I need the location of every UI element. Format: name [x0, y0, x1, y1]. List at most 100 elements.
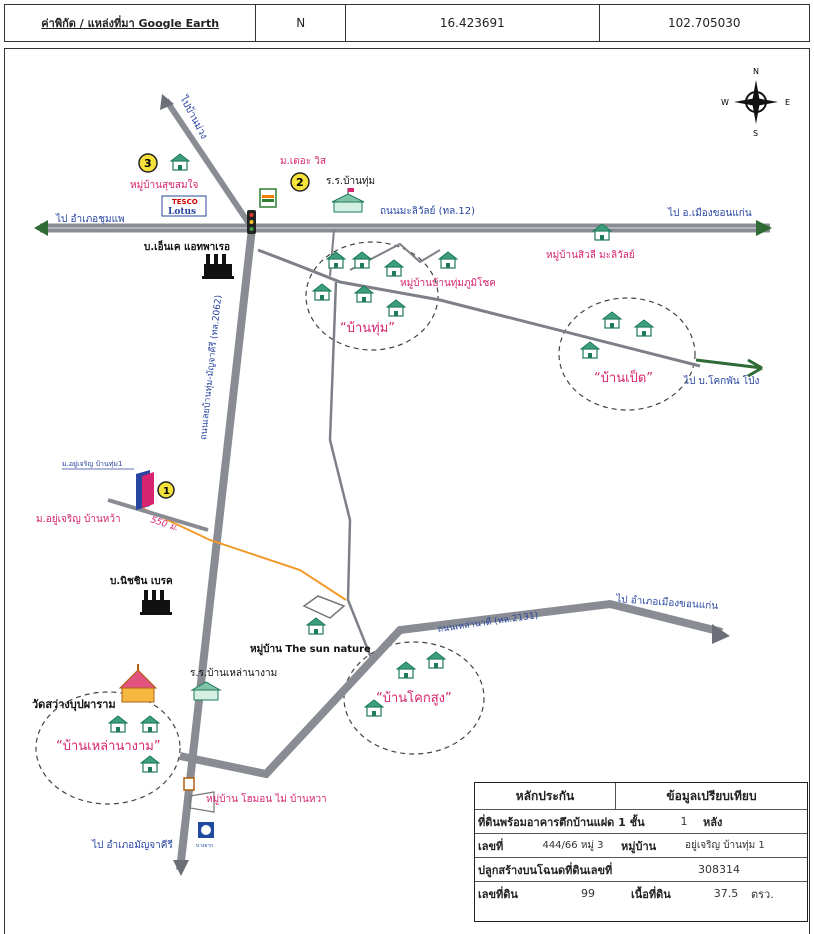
house-icon [426, 651, 446, 669]
marker-2: 2 [296, 176, 304, 189]
lower-road-name: ถนนเหล่านาดี (ทล.2131) [437, 610, 539, 635]
lower-road-arrow [712, 624, 730, 644]
no-label: เลขที่ [478, 839, 504, 853]
village-home-label: หมู่บ้าน โฮมอน ไม่ บ้านหวา [206, 792, 327, 805]
compass-e: E [785, 98, 790, 107]
ban-lao-area [35, 691, 181, 805]
lotus-label: Lotus [168, 207, 196, 217]
school-banthum-icon [331, 188, 365, 213]
address-row: เลขที่ 444/66 หมู่ 3 หมู่บ้าน อยู่เจริญ … [475, 834, 807, 858]
north-label: N [256, 5, 347, 41]
marker-1-badge [157, 481, 175, 499]
traffic-light-yellow [249, 220, 254, 224]
nk-factory-icon [202, 254, 234, 279]
coordinate-source-title: ค่าพิกัด / แหล่งที่มา Google Earth [5, 5, 257, 41]
lower-road [179, 599, 723, 779]
gas-station-icon [183, 777, 195, 791]
seven-eleven-stripe-2 [262, 199, 274, 202]
ban-thum-branch-1 [349, 242, 441, 271]
site-flag-icon [136, 470, 154, 510]
vertical-road-name: ถนนเลยบ้านทุ่ม-มัญจาคีรี (ทล.2062) [198, 294, 224, 440]
east-destination: ไป อ.เมืองขอนแก่น [667, 207, 752, 219]
tesco-label: TESCO [172, 198, 198, 206]
house-icon [352, 251, 372, 269]
building-unit: หลัง [703, 815, 723, 829]
middle-road [328, 281, 374, 661]
branch-to-site [107, 498, 209, 532]
building-label: ที่ดินพร้อมอาคารตึกบ้านแฝด 1 ชั้น [478, 815, 645, 829]
house-icon [438, 251, 458, 269]
area-label: เนื้อที่ดิน [631, 887, 671, 901]
no-value: 444/66 หมู่ 3 [542, 840, 604, 851]
village-label: หมู่บ้าน [621, 839, 657, 853]
ban-thum-label: “บ้านทุ่ม” [340, 321, 395, 336]
compass-w: W [721, 98, 729, 107]
east-arrow [756, 220, 772, 236]
compass-n: N [753, 67, 759, 76]
ban-thum-branch-2 [329, 229, 335, 277]
house-icon [634, 319, 654, 337]
compass-rose [734, 80, 778, 124]
house-icon [140, 715, 160, 733]
ban-khoksung-label: “บ้านโคกสูง” [376, 690, 452, 706]
marker-1: 1 [163, 486, 170, 497]
marker-3-badge [138, 153, 158, 173]
village-phumichok-label: หมู่บ้านบ้านทุ่มภูมิโชค [400, 276, 496, 289]
ptt-label: บางจาก [196, 843, 213, 849]
house-icon [312, 283, 332, 301]
south-arrow [173, 860, 189, 876]
m-yoocharoen-label: ม.อยู่เจริญ บ้านหว้า [36, 513, 121, 525]
west-arrow [34, 220, 48, 236]
school-banlao-label: ร.ร.บ้านเหล่านางาม [190, 667, 277, 679]
ban-lao-label: “บ้านเหล่านางาม” [56, 739, 161, 754]
traffic-light-red [249, 213, 254, 217]
north-destination: ไปบ้านม่วง [177, 93, 210, 141]
ban-pet-label: “บ้านเป็ด” [594, 368, 653, 386]
nissin-factory-icon [140, 590, 172, 615]
coordinate-header: ค่าพิกัด / แหล่งที่มา Google Earth N 16.… [4, 4, 810, 42]
house-icon [384, 259, 404, 277]
village-siwalee-label: หมู่บ้านสิวลี มะลิวัลย์ [546, 249, 635, 261]
west-destination: ไป อำเภอชุมแพ [55, 213, 125, 225]
house-icon [386, 299, 406, 317]
ban-pet-road-destination: ไป บ.โคกพัน โป่ง [683, 374, 760, 387]
village-suksom-label: หมู่บ้านสุขสมใจ [130, 179, 199, 191]
house-icon [396, 661, 416, 679]
ban-pet-road [257, 248, 701, 368]
ban-thum-area [305, 241, 439, 351]
wat-label: วัดสว่างบุปผาราม [32, 698, 116, 712]
village-suksom-icon [170, 153, 190, 171]
building-row: ที่ดินพร้อมอาคารตึกบ้านแฝด 1 ชั้น 1 หลัง [475, 810, 807, 834]
bn-hn-label: บ.เอ็นเค แอทพาเรอ [144, 239, 230, 253]
school-banthum-label: ร.ร.บ้านทุ่ม [326, 175, 375, 187]
village-home-outline [189, 791, 215, 813]
ptt-station-logo [201, 825, 211, 835]
distance-line [137, 505, 347, 601]
marker-3: 3 [144, 157, 152, 170]
land-no-label: เลขที่ดิน [478, 887, 518, 901]
compare-header: ข้อมูลเปรียบเทียบ [666, 788, 757, 803]
temple-icon [118, 664, 158, 703]
house-icon [108, 715, 128, 733]
property-info-table: หลักประกัน ข้อมูลเปรียบเทียบ ที่ดินพร้อม… [474, 782, 808, 922]
latitude-value: 16.423691 [346, 5, 600, 41]
land-row: เลขที่ดิน 99 เนื้อที่ดิน 37.5 ตรว. [475, 882, 807, 905]
b-nissin-label: บ.นิชชิน เบรค [110, 575, 173, 587]
ban-khoksung-area [343, 641, 485, 755]
sun-nature-icon [306, 617, 326, 635]
longitude-value: 102.705030 [668, 16, 741, 30]
info-header-row: หลักประกัน ข้อมูลเปรียบเทียบ [475, 783, 807, 810]
seven-eleven-stripe [262, 195, 274, 198]
main-road-name: ถนนมะลิวัลย์ (ทล.12) [380, 205, 475, 217]
village-sunnature-label: หมู่บ้าน The sun nature [250, 643, 371, 656]
compass-s: S [753, 129, 758, 138]
area-value: 37.5 [713, 887, 739, 900]
deed-value: 308314 [698, 863, 740, 876]
building-count: 1 [680, 815, 688, 828]
tesco-lotus-logo [161, 195, 207, 217]
m-leaders-label: ม.เดอะ วิส [280, 156, 326, 167]
ban-pet-area [558, 297, 696, 411]
deed-row: ปลูกสร้างบนโฉนดที่ดินเลขที่ 308314 [475, 858, 807, 882]
north-arrow [160, 94, 174, 110]
